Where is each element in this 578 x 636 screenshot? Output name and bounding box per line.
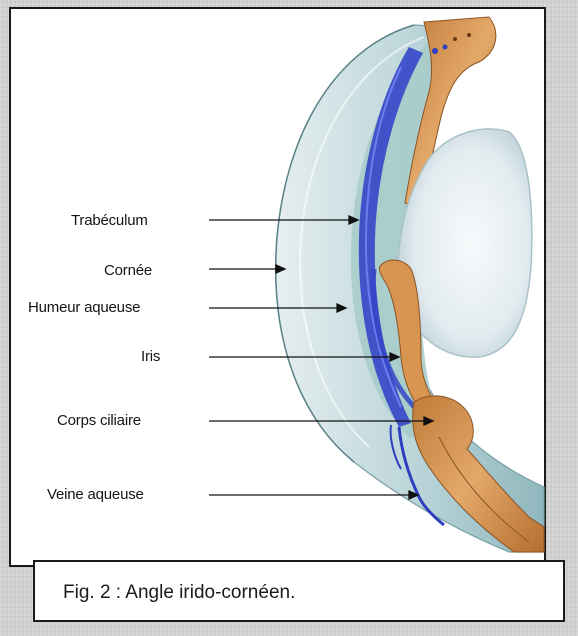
label-cornee: Cornée [104,262,152,279]
figure-caption-box: Fig. 2 : Angle irido-cornéen. [33,560,565,622]
label-veine-aqueuse: Veine aqueuse [47,486,144,503]
eye-angle-diagram [9,7,546,567]
figure-caption: Fig. 2 : Angle irido-cornéen. [63,582,295,604]
label-iris: Iris [141,348,160,365]
label-corps-ciliaire: Corps ciliaire [57,412,141,429]
label-humeur-aqueuse: Humeur aqueuse [28,299,140,316]
label-trabeculum: Trabéculum [71,212,148,229]
